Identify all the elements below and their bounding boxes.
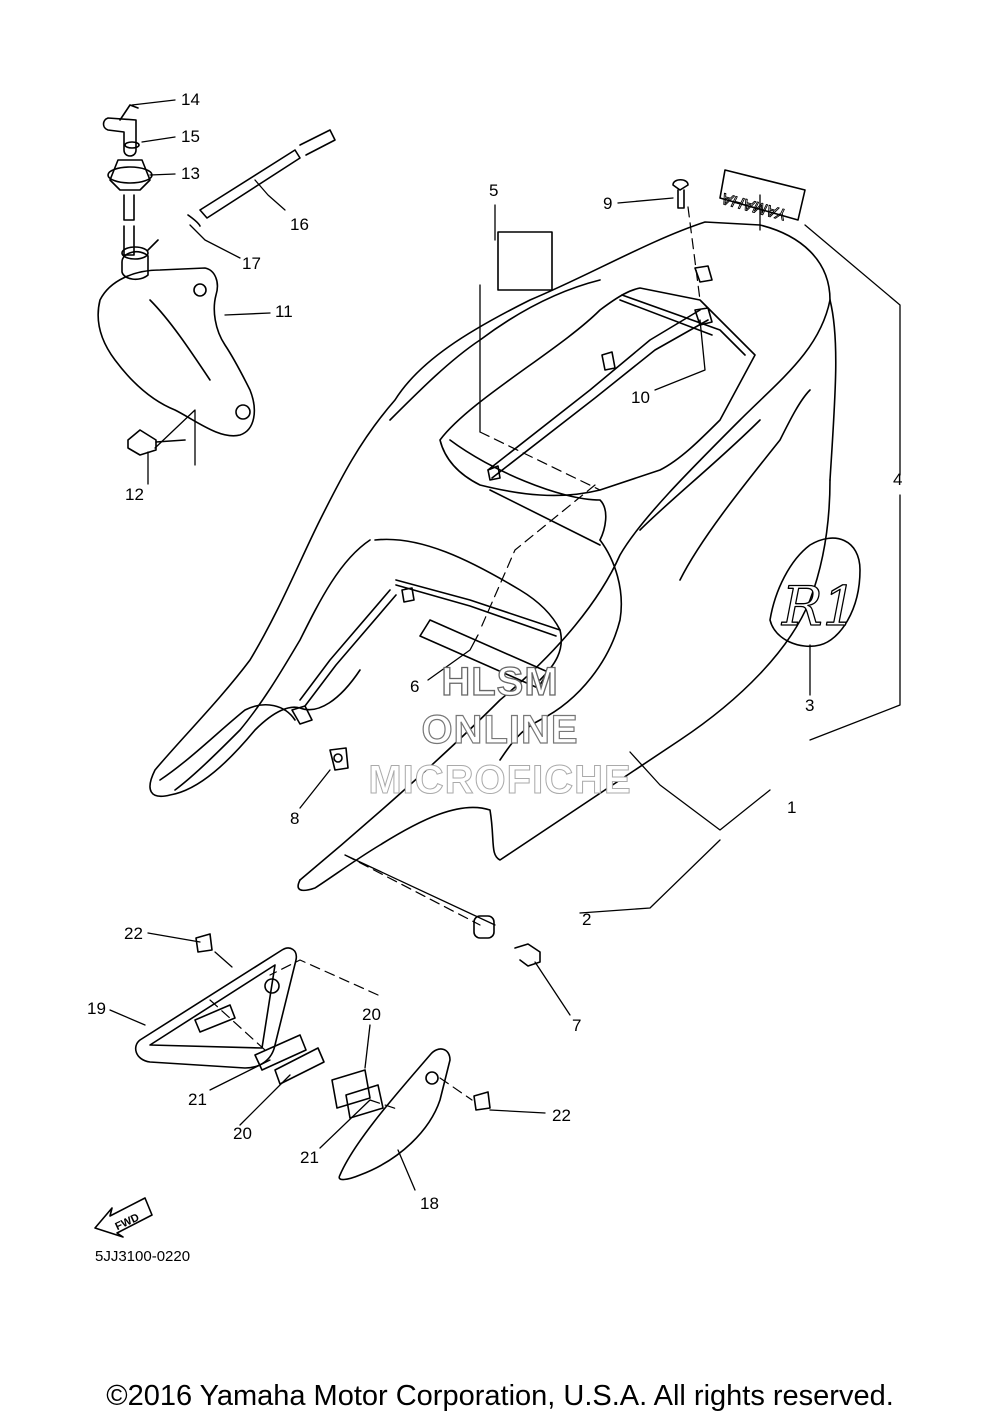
decals (419, 169, 861, 689)
watermark-line-2: ONLINE (421, 707, 579, 752)
callout-10: 10 (631, 388, 650, 407)
seat-cowl (149, 221, 837, 892)
callout-14: 14 (181, 90, 200, 109)
breather-parts (102, 104, 336, 256)
callout-18: 18 (420, 1194, 439, 1213)
fwd-arrow-icon (94, 1197, 153, 1238)
callout-3: 3 (805, 696, 815, 715)
callout-4: 4 (893, 470, 903, 489)
leader-lines (109, 99, 901, 1191)
callout-21-right: 21 (300, 1148, 319, 1167)
side-covers (134, 947, 451, 1181)
callout-15: 15 (181, 127, 200, 146)
callout-22-upper: 22 (124, 924, 143, 943)
callout-6: 6 (410, 677, 420, 696)
callout-8: 8 (290, 809, 300, 828)
callout-1: 1 (787, 798, 797, 817)
callout-5: 5 (489, 181, 499, 200)
callout-20-left: 20 (233, 1124, 252, 1143)
copyright-notice: ©2016 Yamaha Motor Corporation, U.S.A. A… (106, 1380, 894, 1412)
callout-17: 17 (242, 254, 261, 273)
callout-22-lower: 22 (552, 1106, 571, 1125)
fwd-label: FWD (113, 1212, 141, 1233)
figure-code: 5JJ3100-0220 (95, 1248, 191, 1265)
callout-7: 7 (572, 1016, 582, 1035)
callout-21-left: 21 (188, 1090, 207, 1109)
overflow-tank (97, 239, 256, 456)
callout-16: 16 (290, 215, 309, 234)
watermark-line-3: MICROFICHE (368, 758, 632, 803)
model-decal-text: R1 (781, 575, 857, 638)
watermark-line-1: HLSM (441, 659, 559, 704)
hardware (195, 178, 713, 1111)
callout-20-right: 20 (362, 1005, 381, 1024)
brand-decal-text: YAMAHA (720, 189, 789, 223)
callout-2: 2 (582, 910, 592, 929)
seat-rails (291, 294, 746, 725)
callout-19: 19 (87, 999, 106, 1018)
callout-11: 11 (275, 302, 293, 321)
callout-13: 13 (181, 164, 200, 183)
dashed-lines (209, 206, 701, 1111)
callout-12: 12 (125, 485, 144, 504)
callout-9: 9 (603, 194, 613, 213)
